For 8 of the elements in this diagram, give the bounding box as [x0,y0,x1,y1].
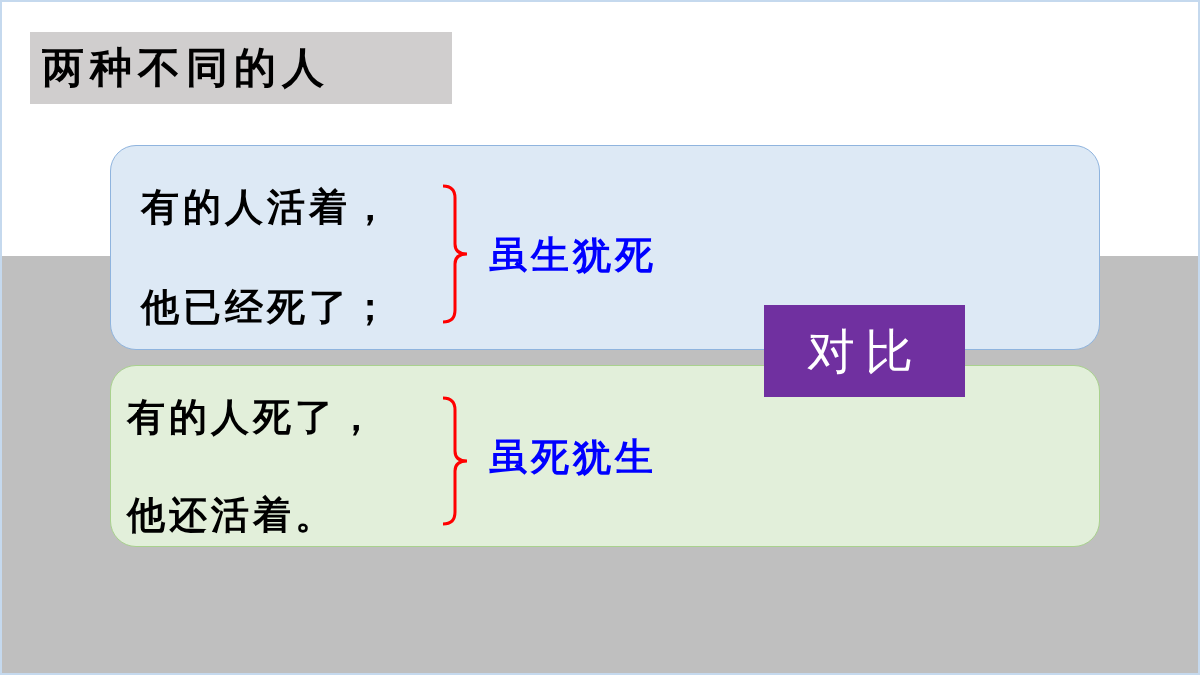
label-box: 对比 [764,305,965,397]
summary-text: 虽死犹生 [489,433,657,481]
title-banner: 两种不同的人 [30,32,452,104]
verse-line: 他还活着。 [127,491,337,539]
verse-line: 有的人活着， [141,183,393,231]
verse-line: 他已经死了； [141,283,393,331]
verse-line: 有的人死了， [127,393,379,441]
summary-text: 虽生犹死 [489,231,657,279]
